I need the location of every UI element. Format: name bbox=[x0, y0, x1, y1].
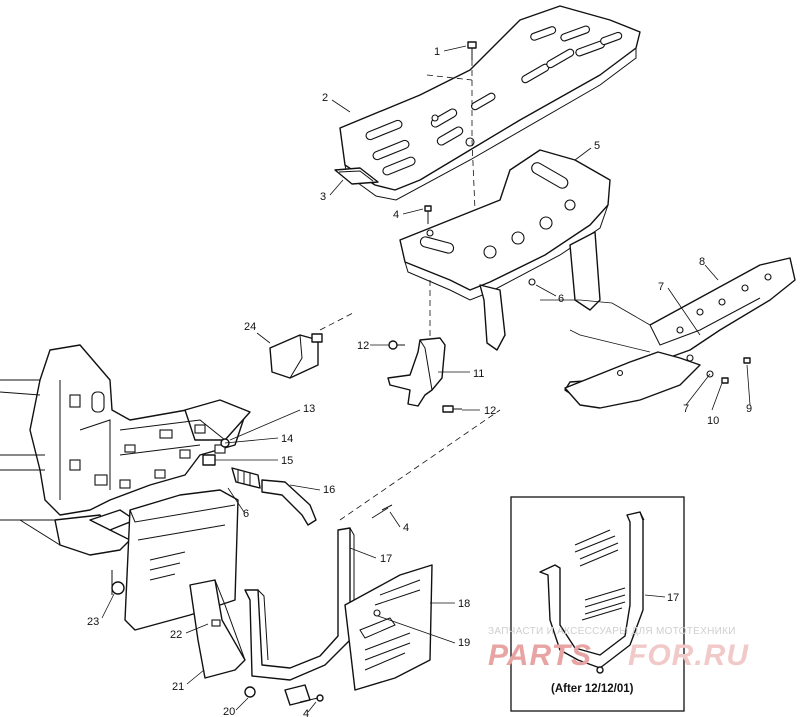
callout-1: 1 bbox=[434, 46, 440, 58]
bolt-part-lower bbox=[299, 694, 324, 703]
watermark-tagline: ЗАПЧАСТИ И АКСЕССУАРЫ ДЛЯ МОТОТЕХНИКИ bbox=[488, 626, 736, 637]
inset-callout-17: 17 bbox=[667, 592, 679, 604]
rack-top-part bbox=[339, 5, 641, 201]
watermark-brand-a: PARTS bbox=[488, 639, 592, 672]
callout-labels: 1 2 3 4 5 6 8 7 24 12 11 12 13 14 15 16 … bbox=[87, 46, 752, 717]
callout-21: 21 bbox=[172, 681, 184, 693]
callout-4a: 4 bbox=[393, 209, 399, 221]
callout-4c: 4 bbox=[303, 708, 309, 717]
u-frame-part bbox=[244, 527, 355, 681]
carrier-plate-part bbox=[399, 149, 611, 351]
callout-12a: 12 bbox=[357, 340, 369, 352]
callout-17: 17 bbox=[380, 553, 392, 565]
callout-16: 16 bbox=[323, 484, 335, 496]
frame-part bbox=[0, 344, 251, 556]
bolt-part-12b bbox=[442, 405, 462, 413]
callout-5: 5 bbox=[594, 140, 600, 152]
callout-3: 3 bbox=[320, 191, 326, 203]
callout-18: 18 bbox=[458, 598, 470, 610]
cover-panel-part bbox=[344, 564, 433, 691]
callout-12b: 12 bbox=[484, 405, 496, 417]
fitting-part bbox=[202, 438, 317, 526]
callout-8: 8 bbox=[699, 256, 705, 268]
callout-15: 15 bbox=[281, 455, 293, 467]
callout-23: 23 bbox=[87, 616, 99, 628]
watermark-brand-b: FOR.RU bbox=[628, 639, 749, 672]
callout-4b: 4 bbox=[403, 522, 409, 534]
callout-24: 24 bbox=[244, 321, 256, 333]
callout-20: 20 bbox=[223, 706, 235, 717]
callout-22: 22 bbox=[170, 629, 182, 641]
callout-11: 11 bbox=[473, 368, 484, 380]
watermark: ЗАПЧАСТИ И АКСЕССУАРЫ ДЛЯ МОТОТЕХНИКИ PA… bbox=[488, 626, 749, 672]
callout-7b: 7 bbox=[683, 403, 689, 415]
screw-part bbox=[424, 205, 432, 224]
callout-6a: 6 bbox=[558, 293, 564, 305]
callout-14: 14 bbox=[281, 433, 293, 445]
bracket-part bbox=[387, 337, 446, 407]
callout-7a: 7 bbox=[658, 281, 664, 293]
callout-9: 9 bbox=[746, 403, 752, 415]
callout-19: 19 bbox=[458, 637, 470, 649]
inset-caption: (After 12/12/01) bbox=[551, 683, 634, 695]
leader-lines bbox=[101, 45, 751, 713]
bolt-part-12 bbox=[388, 340, 405, 350]
callout-10: 10 bbox=[707, 415, 719, 427]
light-box-part bbox=[269, 333, 323, 379]
callout-6b: 6 bbox=[243, 508, 249, 520]
callout-2: 2 bbox=[322, 92, 328, 104]
bolt-part bbox=[467, 41, 477, 60]
callout-13: 13 bbox=[303, 403, 315, 415]
inset-panel: 17 (After 12/12/01) bbox=[510, 496, 685, 712]
pad-part bbox=[334, 167, 379, 185]
bumper-part bbox=[564, 257, 796, 409]
